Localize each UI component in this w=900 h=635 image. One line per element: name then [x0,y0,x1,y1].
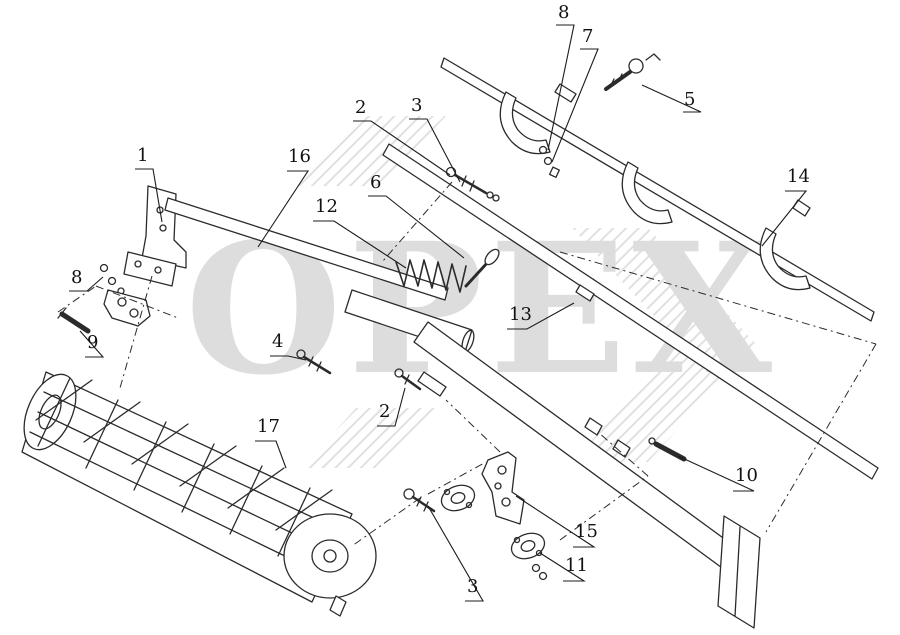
callout-part-10: 10 [735,465,758,486]
scraper-blade-3 [759,227,811,291]
toolbar-clamp [417,371,447,397]
callout-part-3-bot: 3 [467,576,479,597]
front-bar [164,197,449,301]
scraper-blade-2 [621,161,673,225]
bracket-15 [481,451,525,525]
leader-16 [257,170,310,248]
callout-part-12: 12 [315,196,338,217]
callout-part-16: 16 [288,146,311,167]
leader-3-top [409,118,461,183]
leader-9 [79,330,105,358]
leader-7 [551,48,599,163]
callout-part-4: 4 [272,331,284,352]
leader-12 [313,220,407,269]
bolt-4 [296,349,332,375]
leader-15 [515,495,596,548]
spring-coil [395,259,467,293]
leader-10 [677,455,755,492]
construction-lines [57,181,877,547]
callout-part-3-top: 3 [411,95,423,116]
eye-bolt [604,53,661,91]
leader-1 [135,168,163,223]
upper-bar-lug [575,284,595,302]
callout-part-1: 1 [137,145,149,166]
machine-drawing [21,53,879,629]
callout-part-6: 6 [370,172,382,193]
toolbar-lug-2 [612,439,631,458]
watermark-stripe-chevron [572,228,756,462]
callout-part-8-left: 8 [71,267,83,288]
callout-part-2-mid: 2 [379,401,391,422]
leader-2-mid [377,387,406,427]
toolbar-lug-1 [584,417,603,436]
watermark-stripe-bottom-left [302,408,438,468]
leader-lines [69,24,808,602]
upper-main-bar [382,143,879,480]
bearing-flange-upper [440,484,476,512]
scraper-blade-1 [499,91,551,155]
callout-part-7: 7 [582,26,594,47]
toolbar-end-plate [717,515,761,629]
leader-8-left [69,276,104,292]
leader-6 [368,195,465,259]
callout-part-5: 5 [684,89,696,110]
rear-bar-lug [792,199,811,217]
callout-part-15: 15 [575,521,598,542]
leader-2-top [353,120,451,176]
callout-part-11: 11 [565,555,588,576]
bolts-8-left [99,263,125,295]
callout-part-17: 17 [257,416,280,437]
bolt-2-middle [394,368,422,391]
leader-14 [761,190,808,247]
cage-roller [21,371,377,617]
callout-part-13: 13 [509,304,532,325]
left-clamp [103,289,151,327]
leader-17 [255,440,287,469]
leader-5 [641,84,702,113]
pin-9 [57,307,91,334]
callout-part-14: 14 [787,166,810,187]
leader-4 [270,355,307,361]
callout-part-9: 9 [87,332,99,353]
callout-part-2-top: 2 [355,97,367,118]
leader-11 [539,552,586,582]
watermark-stripe-top-left [298,116,446,186]
spring-rod [464,248,500,288]
leader-3-bot [427,505,484,602]
leader-8-top [547,24,575,151]
callout-part-8-top: 8 [558,2,570,23]
bearing-flange-lower [510,532,548,581]
leader-13 [507,302,575,330]
screw-3-bottom [403,488,436,513]
scraper-bolt-set [538,145,560,178]
